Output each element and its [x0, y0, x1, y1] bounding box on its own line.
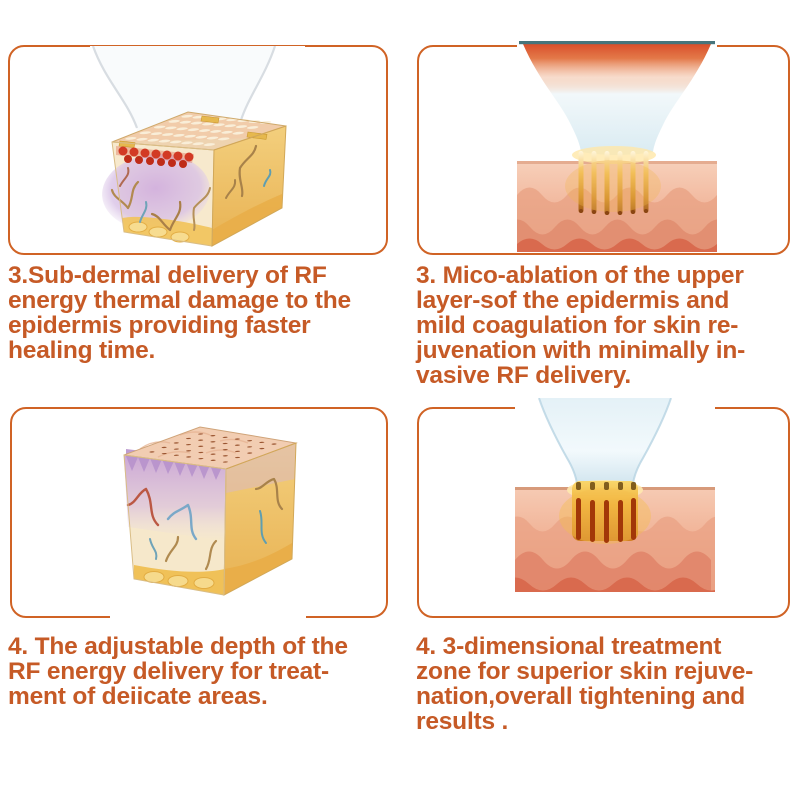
skin-cube-purple-dermis-illustration	[110, 409, 306, 618]
caption-line: 4. The adjustable depth of the	[8, 633, 348, 660]
caption-adjustable-depth: 4. The adjustable depth of the RF energy…	[8, 634, 400, 709]
skin-cube-device-illustration	[90, 46, 305, 253]
caption-line: 4. 3-dimensional treatment	[416, 633, 722, 660]
caption-line: juvenation with minimally in-	[416, 337, 746, 364]
caption-line: mild coagulation for skin re-	[416, 312, 739, 339]
caption-line: healing time.	[8, 337, 156, 364]
caption-line: 3. Mico-ablation of the upper	[416, 262, 744, 289]
rf-handpiece-needles-illustration	[517, 41, 717, 252]
caption-sub-dermal: 3.Sub-dermal delivery of RF energy therm…	[8, 263, 400, 363]
caption-line: RF energy delivery for treat-	[8, 658, 329, 685]
caption-3d-zone: 4. 3-dimensional treatment zone for supe…	[416, 634, 800, 734]
caption-line: ment of deiicate areas.	[8, 683, 268, 710]
rf-handpiece-deep-needles-illustration	[515, 398, 715, 592]
caption-line: layer-sof the epidermis and	[416, 287, 730, 314]
caption-line: epidermis providing faster	[8, 312, 311, 339]
caption-line: results .	[416, 708, 509, 735]
caption-line: nation,overall tightening and	[416, 683, 746, 710]
caption-line: vasive RF delivery.	[416, 362, 632, 389]
caption-micro-ablation: 3. Mico-ablation of the upper layer-sof …	[416, 263, 800, 388]
caption-line: energy thermal damage to the	[8, 287, 351, 314]
caption-line: zone for superior skin rejuve-	[416, 658, 754, 685]
caption-line: 3.Sub-dermal delivery of RF	[8, 262, 327, 289]
